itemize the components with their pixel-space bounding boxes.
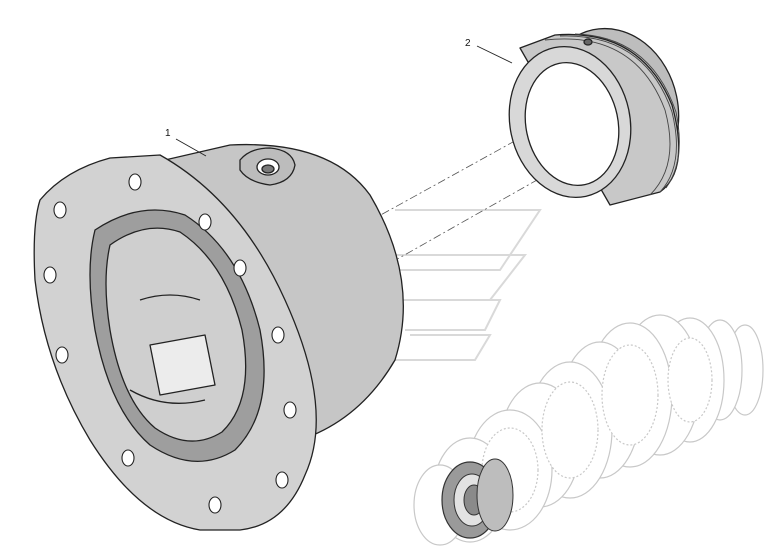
front-flange-context (441, 458, 514, 539)
part-1-flanged-housing (33, 143, 404, 531)
part-2-ring (508, 27, 680, 206)
callout-label-2: 2 (465, 38, 471, 49)
callout-leaders (175, 45, 513, 157)
callout-label-1: 1 (165, 128, 171, 139)
